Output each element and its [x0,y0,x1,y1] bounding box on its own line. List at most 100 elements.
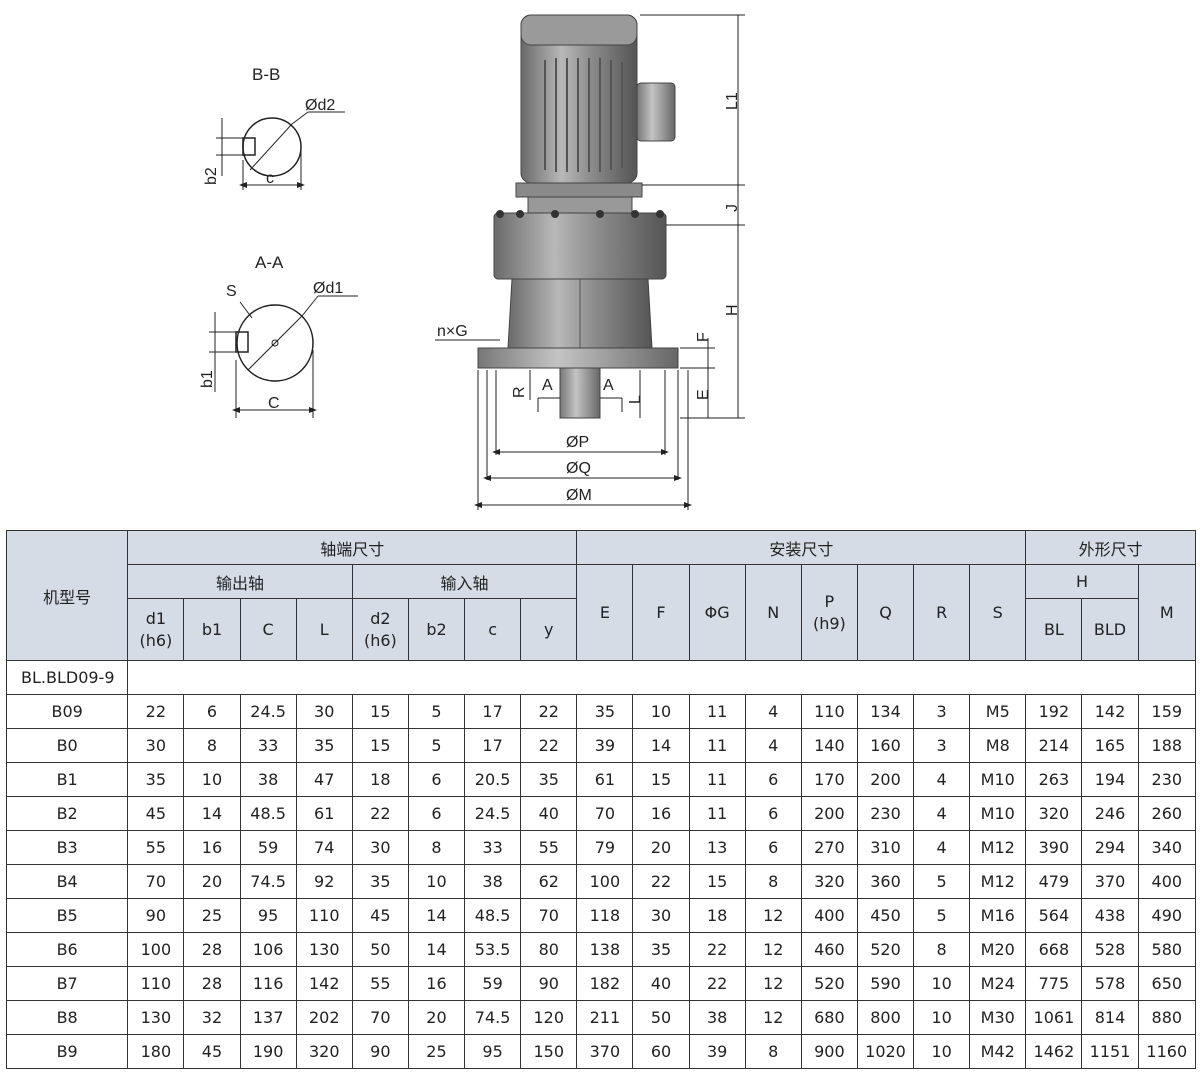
table-cell: 120 [520,1000,578,1035]
table-cell: 61 [576,762,634,797]
table-cell: 24.5 [239,694,297,729]
table-cell: 5 [407,694,466,729]
table-cell: 360 [856,864,915,899]
dim-Q-label: ØQ [566,460,591,477]
table-cell: 5 [913,898,971,933]
table-cell: 100 [576,864,634,899]
table-cell: 100 [127,932,185,967]
table-cell: 60 [632,1034,690,1069]
table-cell: 142 [1081,694,1139,729]
table-cell: 8 [744,1034,802,1069]
table-cell: M30 [969,1000,1027,1035]
table-cell: 50 [632,1000,690,1035]
table-cell: 116 [239,966,297,1001]
table-cell: 11 [688,728,746,763]
table-cell: 22 [520,728,578,763]
table-cell: 40 [632,966,690,1001]
header-input-shaft: 输入轴 [351,564,578,599]
model-cell: B8 [5,1000,129,1035]
reducer-body [477,14,679,419]
header-d2: d2 (h6) [351,598,409,661]
table-cell: 95 [464,1034,522,1069]
table-cell: 202 [295,1000,353,1035]
table-cell: 12 [744,898,802,933]
table-cell: 38 [464,864,522,899]
table-cell: 32 [183,1000,241,1035]
header-S: S [969,564,1027,661]
table-cell: 30 [632,898,690,933]
table-cell: 137 [239,1000,297,1035]
header-Q: Q [856,564,915,661]
table-cell: 460 [800,932,858,967]
dim-P-label: ØP [566,434,589,451]
table-cell: 10 [632,694,690,729]
table-cell: 1160 [1137,1034,1197,1069]
table-cell: 20 [183,864,241,899]
dim-b1-label: b1 [199,370,216,388]
table-cell: 79 [576,830,634,865]
header-y: y [520,598,578,661]
table-cell: 528 [1081,932,1139,967]
table-cell: 668 [1025,932,1083,967]
table-cell: 15 [688,864,746,899]
model-cell: B4 [5,864,129,899]
table-cell: 48.5 [464,898,522,933]
table-cell: 263 [1025,762,1083,797]
table-cell: 50 [351,932,409,967]
table-cell: 15 [351,728,409,763]
header-outline-group: 外形尺寸 [1025,530,1196,565]
table-cell: 30 [127,728,185,763]
table-cell: 28 [183,932,241,967]
table-cell: 320 [1025,796,1083,831]
table-cell: 3 [913,728,971,763]
table-cell: 270 [800,830,858,865]
table-cell: 214 [1025,728,1083,763]
dim-b2-label: b2 [203,167,220,185]
table-cell: 14 [407,898,466,933]
table-cell: 59 [239,830,297,865]
table-cell: 370 [576,1034,634,1069]
table-cell: 33 [239,728,297,763]
table-cell: 159 [1137,694,1197,729]
table-cell: 10 [913,1000,971,1035]
table-cell: 62 [520,864,578,899]
table-cell: 74 [295,830,353,865]
header-G: ΦG [688,564,746,661]
table-cell: 80 [520,932,578,967]
table-cell: M12 [969,830,1027,865]
table-cell: 182 [576,966,634,1001]
table-cell: 39 [688,1034,746,1069]
table-cell: 45 [351,898,409,933]
table-cell: 130 [295,932,353,967]
table-cell: 900 [800,1034,858,1069]
dim-L1-label: L1 [724,92,741,110]
model-cell: B09 [5,694,129,729]
table-cell: M16 [969,898,1027,933]
table-cell: 61 [295,796,353,831]
table-cell: 130 [127,1000,185,1035]
table-cell: 16 [407,966,466,1001]
table-cell: 400 [800,898,858,933]
series-row-blank [127,660,1196,695]
dim-c-label: c [266,170,274,187]
dimension-table: 机型号 轴端尺寸 安装尺寸 外形尺寸 输出轴 输入轴 E F ΦG N P (h… [5,530,1197,1069]
table-cell: 320 [295,1034,353,1069]
table-cell: 370 [1081,864,1139,899]
table-cell: 35 [632,932,690,967]
model-cell: B6 [5,932,129,967]
table-cell: 8 [913,932,971,967]
header-BL: BL [1025,598,1083,661]
table-cell: 30 [351,830,409,865]
section-aa: A-A Ød1 S b1 C [199,253,358,418]
dim-F-label: F [695,332,712,342]
header-model: 机型号 [5,530,129,661]
table-cell: 22 [632,864,690,899]
table-cell: 160 [856,728,915,763]
